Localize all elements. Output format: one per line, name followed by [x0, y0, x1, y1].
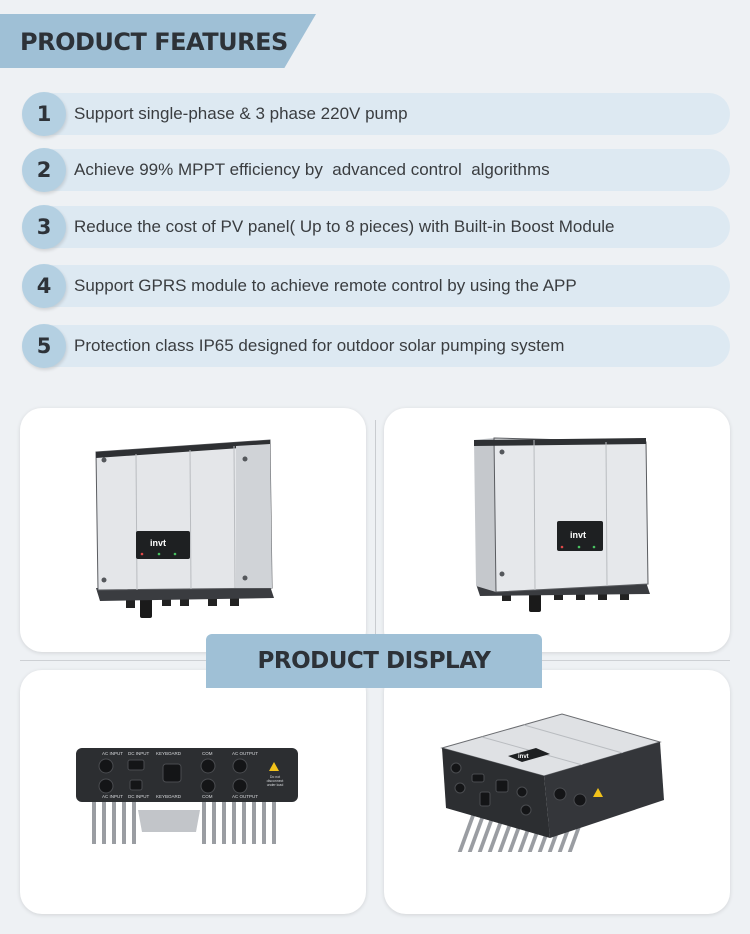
card-divider [375, 420, 376, 652]
feature-item-4: 4 Support GPRS module to achieve remote … [22, 264, 730, 308]
feature-number: 4 [22, 264, 66, 308]
warning-text: under load [267, 783, 284, 787]
product-card-perspective: invt [384, 670, 730, 914]
product-card-front: invt [20, 408, 366, 652]
port-label: AC OUTPUT [232, 794, 258, 799]
feature-text: Protection class IP65 designed for outdo… [74, 336, 565, 355]
port-label: DC INPUT [128, 751, 150, 756]
port-label: AC INPUT [102, 794, 123, 799]
port-label: AC OUTPUT [232, 751, 258, 756]
port-label: KEYBOARD [156, 751, 182, 756]
warning-text: disconnect [267, 779, 284, 783]
inverter-front-image: invt [95, 439, 274, 618]
warning-text: Do not [270, 775, 280, 779]
product-card-bottom: AC INPUT DC INPUT KEYBOARD COM AC OUTPUT… [20, 670, 366, 914]
brand-logo: invt [570, 530, 586, 540]
feature-item-1: 1 Support single-phase & 3 phase 220V pu… [22, 92, 730, 136]
feature-number: 5 [22, 324, 66, 368]
feature-item-5: 5 Protection class IP65 designed for out… [22, 324, 730, 368]
display-banner: PRODUCT DISPLAY [206, 634, 542, 688]
port-label: AC INPUT [102, 751, 123, 756]
inverter-bottom-image: AC INPUT DC INPUT KEYBOARD COM AC OUTPUT… [76, 748, 298, 844]
inverter-angle-image: invt [474, 437, 650, 612]
port-label: COM [202, 794, 213, 799]
product-card-angle: invt [384, 408, 730, 652]
brand-logo: invt [150, 538, 166, 548]
port-label: DC INPUT [128, 794, 150, 799]
features-heading: PRODUCT FEATURES [20, 28, 288, 56]
inverter-perspective-image: invt [440, 713, 664, 852]
brand-logo: invt [518, 754, 529, 760]
feature-item-2: 2 Achieve 99% MPPT efficiency by advance… [22, 148, 730, 192]
port-label: COM [202, 751, 213, 756]
feature-text: Support GPRS module to achieve remote co… [74, 276, 577, 295]
features-banner [0, 14, 316, 68]
port-label: KEYBOARD [156, 794, 182, 799]
feature-item-3: 3 Reduce the cost of PV panel( Up to 8 p… [22, 205, 730, 249]
feature-number: 2 [22, 148, 66, 192]
display-heading: PRODUCT DISPLAY [257, 648, 491, 674]
feature-number: 1 [22, 92, 66, 136]
feature-number: 3 [22, 205, 66, 249]
feature-text: Reduce the cost of PV panel( Up to 8 pie… [74, 217, 615, 236]
feature-text: Achieve 99% MPPT efficiency by advanced … [74, 160, 550, 179]
feature-text: Support single-phase & 3 phase 220V pump [74, 104, 408, 123]
